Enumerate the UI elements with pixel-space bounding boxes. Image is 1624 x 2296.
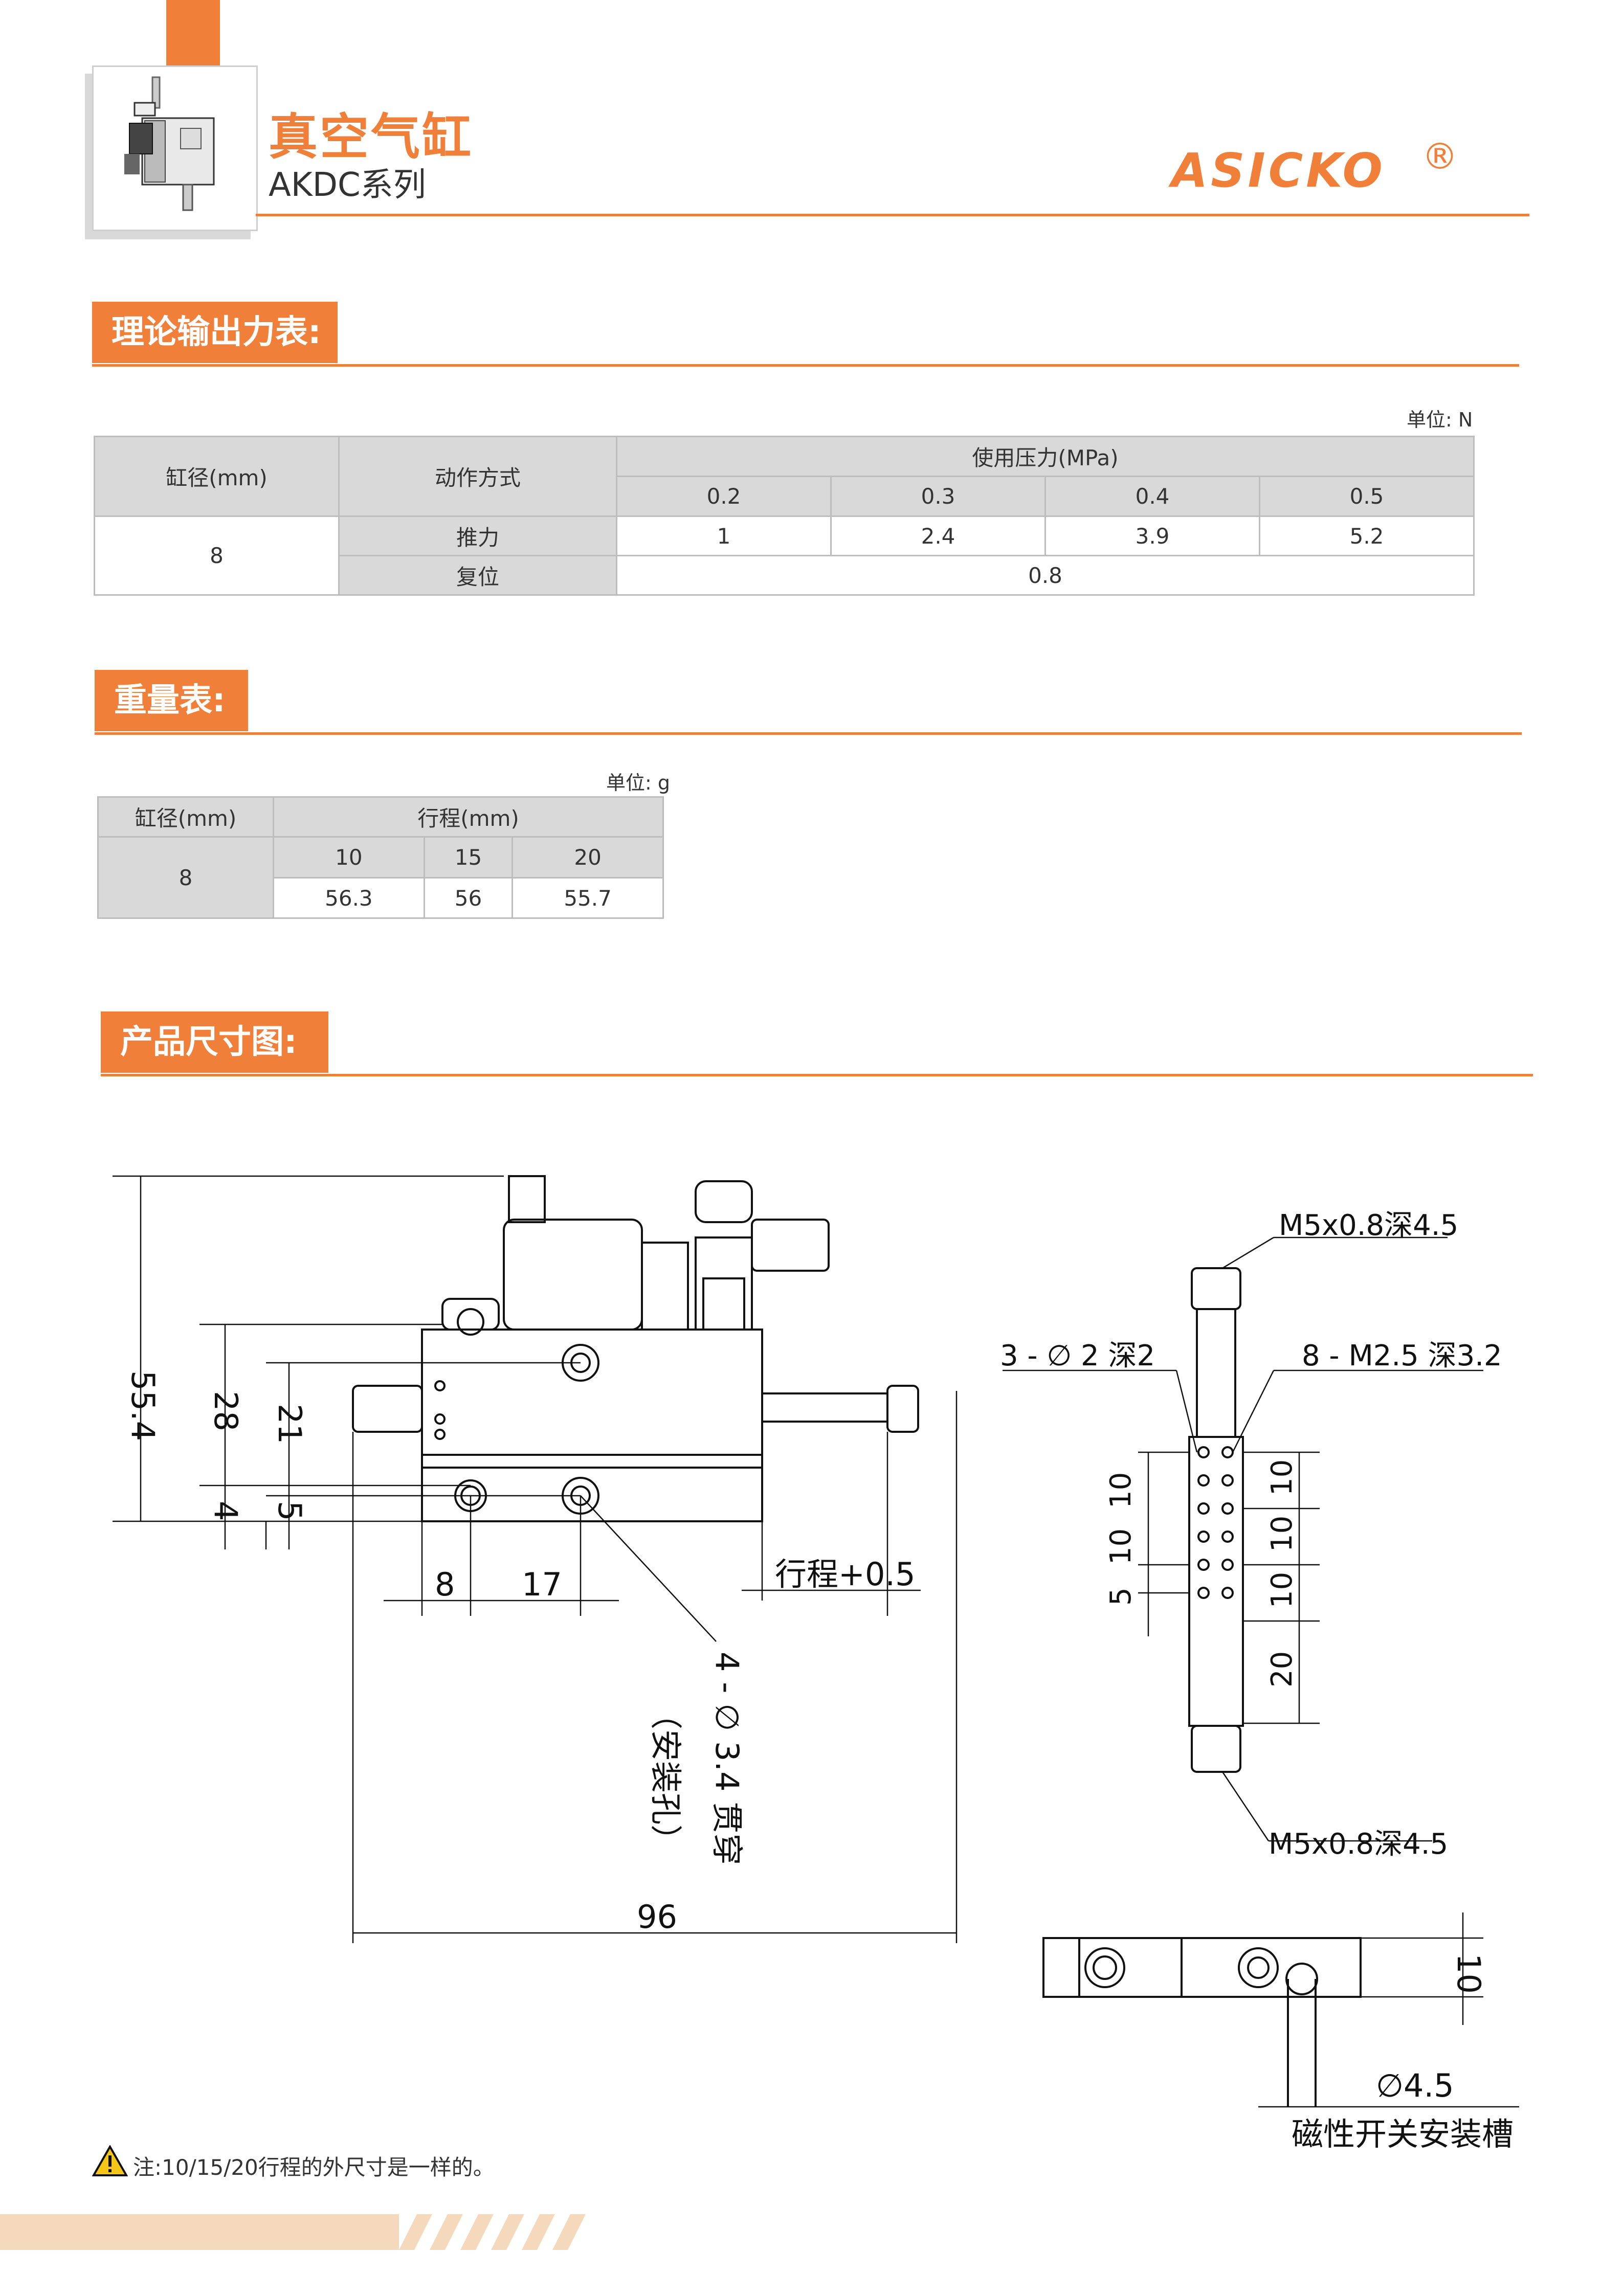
mount-hole-note: （安装孔） [647,1698,684,1856]
weight-table: 缸径(mm) 行程(mm) 8 10 15 20 56.3 56 55.7 [97,796,664,919]
dim-96: 96 [637,1898,677,1935]
side-dim-left: 10 [1104,1528,1138,1565]
warning-icon [92,2145,128,2176]
weight-unit-label: 单位: g [606,772,671,794]
dimension-section-divider [101,1074,1533,1076]
push-value: 3.9 [1044,515,1260,556]
hole-3-spec: 3 - ∅ 2 深2 [1000,1339,1155,1372]
push-label: 推力 [338,515,617,556]
weight-section-divider [95,732,1522,735]
weight-header-stroke: 行程(mm) [273,796,664,838]
side-dim-right: 20 [1265,1651,1299,1687]
pressure-cell: 0.5 [1259,476,1475,517]
stroke-cell: 20 [511,836,664,879]
pressure-cell: 0.4 [1044,476,1260,517]
side-dim-left: 5 [1104,1587,1138,1606]
force-header-action: 动作方式 [338,436,617,517]
brand-logo: ASICKO [1171,143,1386,198]
weight-header-bore: 缸径(mm) [97,796,274,838]
dim-4-5: ∅4.5 [1376,2067,1454,2104]
return-value: 0.8 [616,555,1475,596]
series-name: AKDC系列 [269,166,426,204]
dim-5: 5 [271,1501,308,1521]
force-bore-value: 8 [94,515,340,596]
weight-value: 56 [423,877,514,919]
footer-note: 注:10/15/20行程的外尺寸是一样的。 [133,2155,495,2180]
push-value: 2.4 [830,515,1046,556]
weight-value: 55.7 [511,877,664,919]
dim-stroke: 行程+0.5 [775,1556,916,1593]
pressure-cell: 0.3 [830,476,1046,517]
port-top-spec: M5x0.8深4.5 [1279,1209,1458,1242]
port-bottom-spec: M5x0.8深4.5 [1269,1828,1448,1861]
bottom-view-body [1042,1937,1362,1998]
side-body [1188,1436,1244,1727]
header-divider [256,214,1529,216]
stroke-cell: 10 [273,836,425,879]
force-header-bore: 缸径(mm) [94,436,340,517]
dim-17: 17 [522,1566,562,1603]
weight-section-title: 重量表: [95,670,248,731]
dimension-drawing: 55.4 28 21 4 5 8 17 行程+0.5 96 4 - ∅ 3.4 … [113,1175,1519,2148]
stroke-cell: 15 [423,836,514,879]
dim-10-bottom: 10 [1450,1953,1487,1994]
side-dim-right: 10 [1265,1572,1299,1608]
dim-28: 28 [207,1391,244,1431]
pressure-cell: 0.2 [616,476,832,517]
page-title: 真空气缸 [269,108,473,166]
push-value: 5.2 [1259,515,1475,556]
dimension-section-title: 产品尺寸图: [101,1011,328,1073]
dim-8: 8 [435,1566,455,1603]
footer-stripes [399,2214,586,2250]
footer-bar [0,2214,399,2250]
force-section-divider [92,364,1519,367]
cylinder-product-image [124,76,215,211]
product-thumbnail [92,65,258,231]
dim-height: 55.4 [124,1370,162,1441]
mount-hole-spec: 4 - ∅ 3.4 贯穿 [708,1652,746,1865]
switch-slot-label: 磁性开关安装槽 [1292,2115,1514,2148]
force-table: 缸径(mm) 动作方式 使用压力(MPa) 0.2 0.3 0.4 0.5 8 … [94,436,1475,596]
weight-value: 56.3 [273,877,425,919]
push-value: 1 [616,515,832,556]
force-header-pressure: 使用压力(MPa) [616,436,1475,477]
hole-8-spec: 8 - M2.5 深3.2 [1302,1339,1502,1372]
return-label: 复位 [338,555,617,596]
side-dim-right: 10 [1265,1516,1299,1552]
registered-mark: ® [1422,136,1458,177]
weight-bore-value: 8 [97,836,274,919]
dim-4: 4 [207,1501,244,1521]
header-accent-tab [166,0,220,66]
force-section-title: 理论输出力表: [92,302,338,363]
side-dim-left: 10 [1104,1472,1138,1509]
dim-21: 21 [271,1404,308,1444]
force-unit-label: 单位: N [1407,409,1473,431]
side-dim-right: 10 [1265,1459,1299,1496]
